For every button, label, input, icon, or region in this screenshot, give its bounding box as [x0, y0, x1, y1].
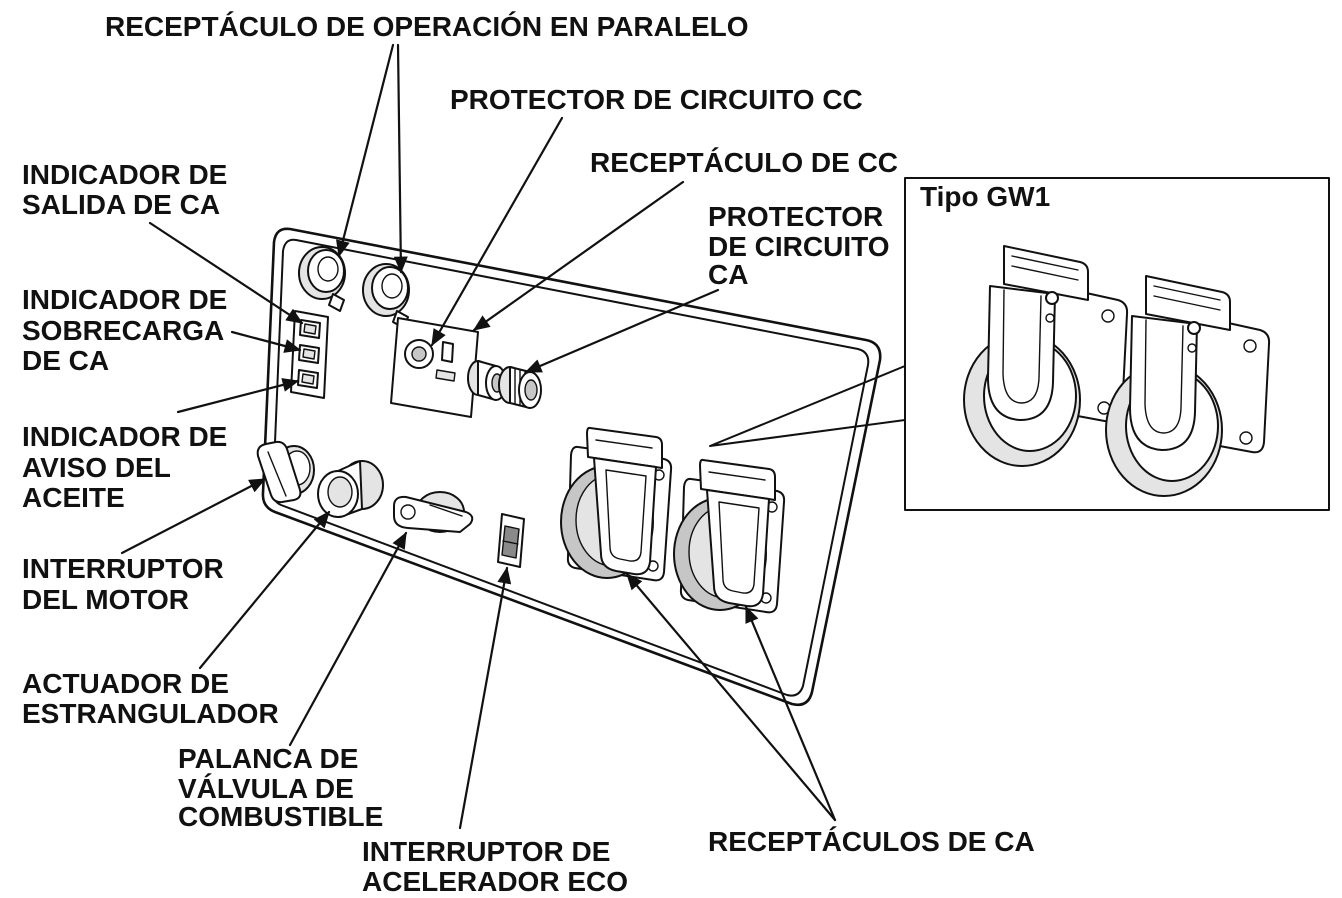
- leader-arrow-ac-overload: [230, 330, 302, 353]
- label-oil-alert-line-1: INDICADOR DE: [22, 421, 227, 452]
- inset-title: Tipo GW1: [920, 181, 1050, 212]
- label-parallel-receptacle: RECEPTÁCULO DE OPERACIÓN EN PARALELO: [105, 11, 749, 42]
- parallel-receptacle-left: [298, 246, 346, 312]
- leader-arrow-ac-protector: [524, 288, 720, 374]
- label-choke-line-1: ACTUADOR DE: [22, 668, 229, 699]
- leader-arrow-fuel-valve: [288, 531, 408, 747]
- ac-circuit-protector: [498, 366, 542, 409]
- fuel-valve-lever: [393, 491, 474, 533]
- leader-arrow-choke: [198, 510, 331, 670]
- panel-inner-edge: [271, 238, 870, 697]
- dc-socket-slot: [441, 341, 454, 363]
- label-ac-receptacles: RECEPTÁCULOS DE CA: [708, 826, 1035, 857]
- inset-callout-wedge: [709, 365, 906, 447]
- gw1-receptacle-right: [1105, 275, 1271, 497]
- leader-arrow-oil-alert: [176, 378, 300, 414]
- eco-throttle-switch: [497, 513, 525, 568]
- ac-receptacle-left: [560, 426, 673, 582]
- dc-plate-tag: [435, 369, 456, 382]
- label-ac-overload-line-1: INDICADOR DE: [22, 284, 227, 315]
- label-ac-protector-line-2: DE CIRCUITO: [708, 231, 890, 262]
- label-engine-switch-line-1: INTERRUPTOR: [22, 553, 224, 584]
- ac-overload-indicator: [298, 344, 320, 364]
- leader-arrows: [120, 43, 837, 830]
- engine-switch: [256, 440, 315, 504]
- leader-arrow-eco-switch: [458, 566, 512, 830]
- label-eco-switch-line-1: INTERRUPTOR DE: [362, 836, 610, 867]
- gw1-inset: Tipo GW1: [904, 177, 1330, 511]
- leader-arrow-dc-receptacle: [472, 180, 685, 332]
- leader-arrow-engine-switch: [120, 477, 267, 555]
- label-ac-overload-line-2: SOBRECARGA: [22, 315, 224, 346]
- dc-receptacle-plate: [390, 317, 479, 418]
- label-ac-output-line-1: INDICADOR DE: [22, 159, 227, 190]
- label-ac-protector-line-3: CA: [708, 259, 748, 290]
- choke-knob: [317, 460, 384, 518]
- label-eco-switch-line-2: ACELERADOR ECO: [362, 866, 628, 897]
- oil-alert-indicator: [297, 369, 319, 389]
- labels: RECEPTÁCULO DE OPERACIÓN EN PARALELO PRO…: [22, 11, 1035, 897]
- label-choke-line-2: ESTRANGULADOR: [22, 698, 279, 729]
- ac-output-indicator: [299, 319, 321, 339]
- label-fuel-valve-line-2: VÁLVULA DE: [178, 773, 354, 804]
- leader-arrow-ac-receptacle-left: [625, 572, 837, 822]
- label-oil-alert-line-3: ACEITE: [22, 482, 125, 513]
- label-dc-protector: PROTECTOR DE CIRCUITO CC: [450, 84, 863, 115]
- leader-arrow-dc-protector: [430, 116, 564, 347]
- label-engine-switch-line-2: DEL MOTOR: [22, 584, 189, 615]
- indicator-lamp-cluster: [290, 310, 329, 399]
- leader-arrow-ac-receptacle-right: [744, 605, 837, 822]
- label-oil-alert-line-2: AVISO DEL: [22, 452, 171, 483]
- dc-circuit-protector-button: [404, 339, 434, 369]
- ac-receptacle-right: [673, 458, 786, 614]
- label-ac-output-line-2: SALIDA DE CA: [22, 189, 220, 220]
- leader-arrow-ac-output: [148, 221, 304, 325]
- gw1-receptacle-left: [963, 245, 1129, 467]
- label-ac-protector-line-1: PROTECTOR: [708, 201, 883, 232]
- label-fuel-valve-line-3: COMBUSTIBLE: [178, 801, 383, 832]
- leader-arrow-parallel-right: [393, 43, 408, 274]
- leader-arrow-parallel-left: [336, 43, 395, 258]
- label-ac-overload-line-3: DE CA: [22, 345, 109, 376]
- label-fuel-valve-line-1: PALANCA DE: [178, 743, 358, 774]
- label-dc-receptacle: RECEPTÁCULO DE CC: [590, 147, 898, 178]
